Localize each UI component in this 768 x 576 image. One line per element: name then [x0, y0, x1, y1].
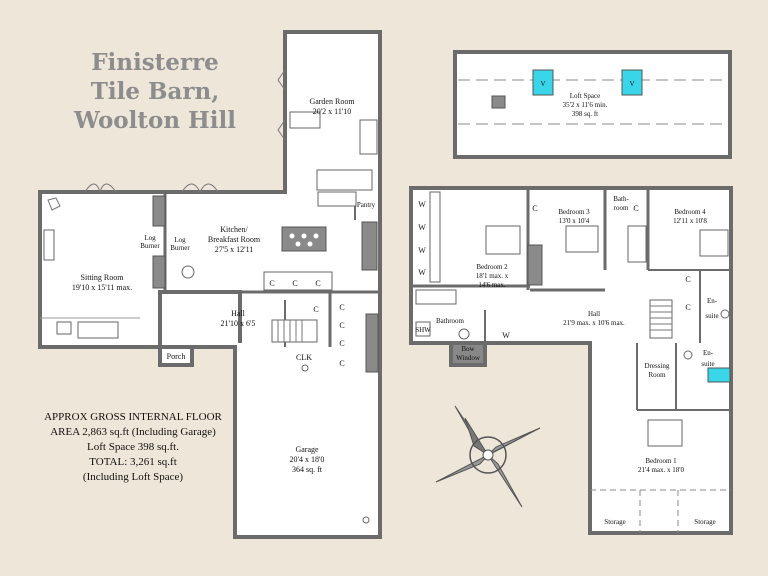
cupboard-label: C — [339, 303, 344, 312]
shower-label: SHW — [415, 326, 431, 334]
sitting-room-label: Sitting Room — [81, 273, 125, 282]
pantry-label: Pantry — [357, 201, 376, 209]
ensuite-label-2: suite — [701, 360, 714, 368]
cupboard-label: C — [339, 359, 344, 368]
bathroom-top-label: Bath- — [613, 195, 629, 203]
bedroom-3-dims: 13'0 x 10'4 — [559, 217, 590, 225]
hall-first-dims: 21'9 max. x 10'6 max. — [563, 319, 625, 327]
ensuite-label: En- — [703, 349, 714, 357]
wardrobe-label: W — [418, 246, 426, 255]
kitchen-dims: 27'5 x 12'11 — [215, 245, 254, 254]
cupboard-label: C — [339, 321, 344, 330]
kitchen-label-2: Breakfast Room — [208, 235, 261, 244]
cupboard-label: C — [685, 303, 690, 312]
sitting-room-dims: 19'10 x 15'11 max. — [72, 283, 132, 292]
cupboard-label: C — [292, 279, 297, 288]
area-summary: APPROX GROSS INTERNAL FLOOR AREA 2,863 s… — [18, 410, 248, 485]
loft-label: Loft Space — [570, 92, 601, 100]
wardrobe-label: W — [418, 268, 426, 277]
bedroom-4-label: Bedroom 4 — [674, 208, 706, 216]
storage-label: Storage — [694, 518, 715, 526]
log-burner-label: Log — [174, 236, 186, 244]
storage-label: Storage — [604, 518, 625, 526]
bedroom-4-dims: 12'11 x 10'8 — [673, 217, 707, 225]
hall-first-label: Hall — [588, 310, 600, 318]
bedroom-1-label: Bedroom 1 — [645, 457, 677, 465]
garage-area: 364 sq. ft — [292, 465, 323, 474]
title-line-1: Finisterre — [91, 49, 219, 76]
cupboard-label: C — [633, 204, 638, 213]
bathroom-label: Bathroom — [436, 317, 465, 325]
ensuite-label: En- — [707, 297, 718, 305]
cupboard-label: C — [532, 204, 537, 213]
garden-room-dims: 20'2 x 11'10 — [313, 107, 352, 116]
log-burner-label: Burner — [140, 242, 160, 250]
title-line-2: Tile Barn, — [90, 78, 220, 105]
hall-label: Hall — [231, 309, 246, 318]
cupboard-label: C — [313, 305, 318, 314]
ground-floor: C C C C C C C C Garden Room 20'2 x 11'10… — [38, 30, 382, 539]
bow-window-label: Bow — [461, 345, 475, 353]
hall-dims: 21'10 x 6'5 — [221, 319, 256, 328]
cupboard-label: C — [269, 279, 274, 288]
velux-label: V — [629, 80, 634, 88]
area-line-2: AREA 2,863 sq.ft (Including Garage) — [50, 426, 216, 438]
porch-label: Porch — [167, 352, 186, 361]
dressing-room-label: Dressing — [645, 362, 670, 370]
log-burner-label: Log — [144, 234, 156, 242]
log-burner-label: Burner — [170, 244, 190, 252]
bedroom-2-label: Bedroom 2 — [476, 263, 508, 271]
cupboard-label: C — [315, 279, 320, 288]
bedroom-1-dims: 21'4 max. x 18'0 — [638, 466, 685, 474]
garage-dims: 20'4 x 18'0 — [290, 455, 325, 464]
wardrobe-label: W — [502, 331, 510, 340]
loft-area: 398 sq. ft — [572, 110, 598, 118]
dressing-room-label-2: Room — [648, 371, 666, 379]
wardrobe-label: W — [418, 200, 426, 209]
property-title: Finisterre Tile Barn, Woolton Hill — [60, 48, 250, 135]
area-line-1: APPROX GROSS INTERNAL FLOOR — [44, 411, 222, 423]
garage-label: Garage — [295, 445, 319, 454]
wardrobe-label: W — [418, 223, 426, 232]
clk-label: CLK — [296, 353, 312, 362]
area-line-3: Loft Space 398 sq.ft. — [87, 441, 179, 453]
garden-room-label: Garden Room — [309, 97, 355, 106]
bedroom-3-label: Bedroom 3 — [558, 208, 590, 216]
area-line-4: TOTAL: 3,261 sq.ft — [89, 456, 177, 468]
bedroom-2-dims: 18'1 max. x — [476, 272, 509, 280]
area-line-5: (Including Loft Space) — [82, 471, 184, 483]
first-floor: W W W W W C C C C SHW Bedroom 2 18'1 max… — [409, 186, 733, 535]
bow-window-label-2: Window — [456, 354, 481, 362]
loft-dims: 35'2 x 11'6 min. — [563, 101, 608, 109]
velux-label: V — [540, 80, 545, 88]
kitchen-label: Kitchen/ — [220, 225, 248, 234]
bathroom-top-label-2: room — [614, 204, 629, 212]
ensuite-label-2: suite — [705, 312, 718, 320]
loft-floor: V V Loft Space 35'2 x 11'6 min. 398 sq. … — [453, 50, 732, 159]
bedroom-2-dims-2: 14'6 max. — [478, 281, 506, 289]
cupboard-label: C — [685, 275, 690, 284]
cupboard-label: C — [339, 339, 344, 348]
compass-rose-icon — [435, 405, 541, 508]
title-line-3: Woolton Hill — [73, 107, 236, 134]
